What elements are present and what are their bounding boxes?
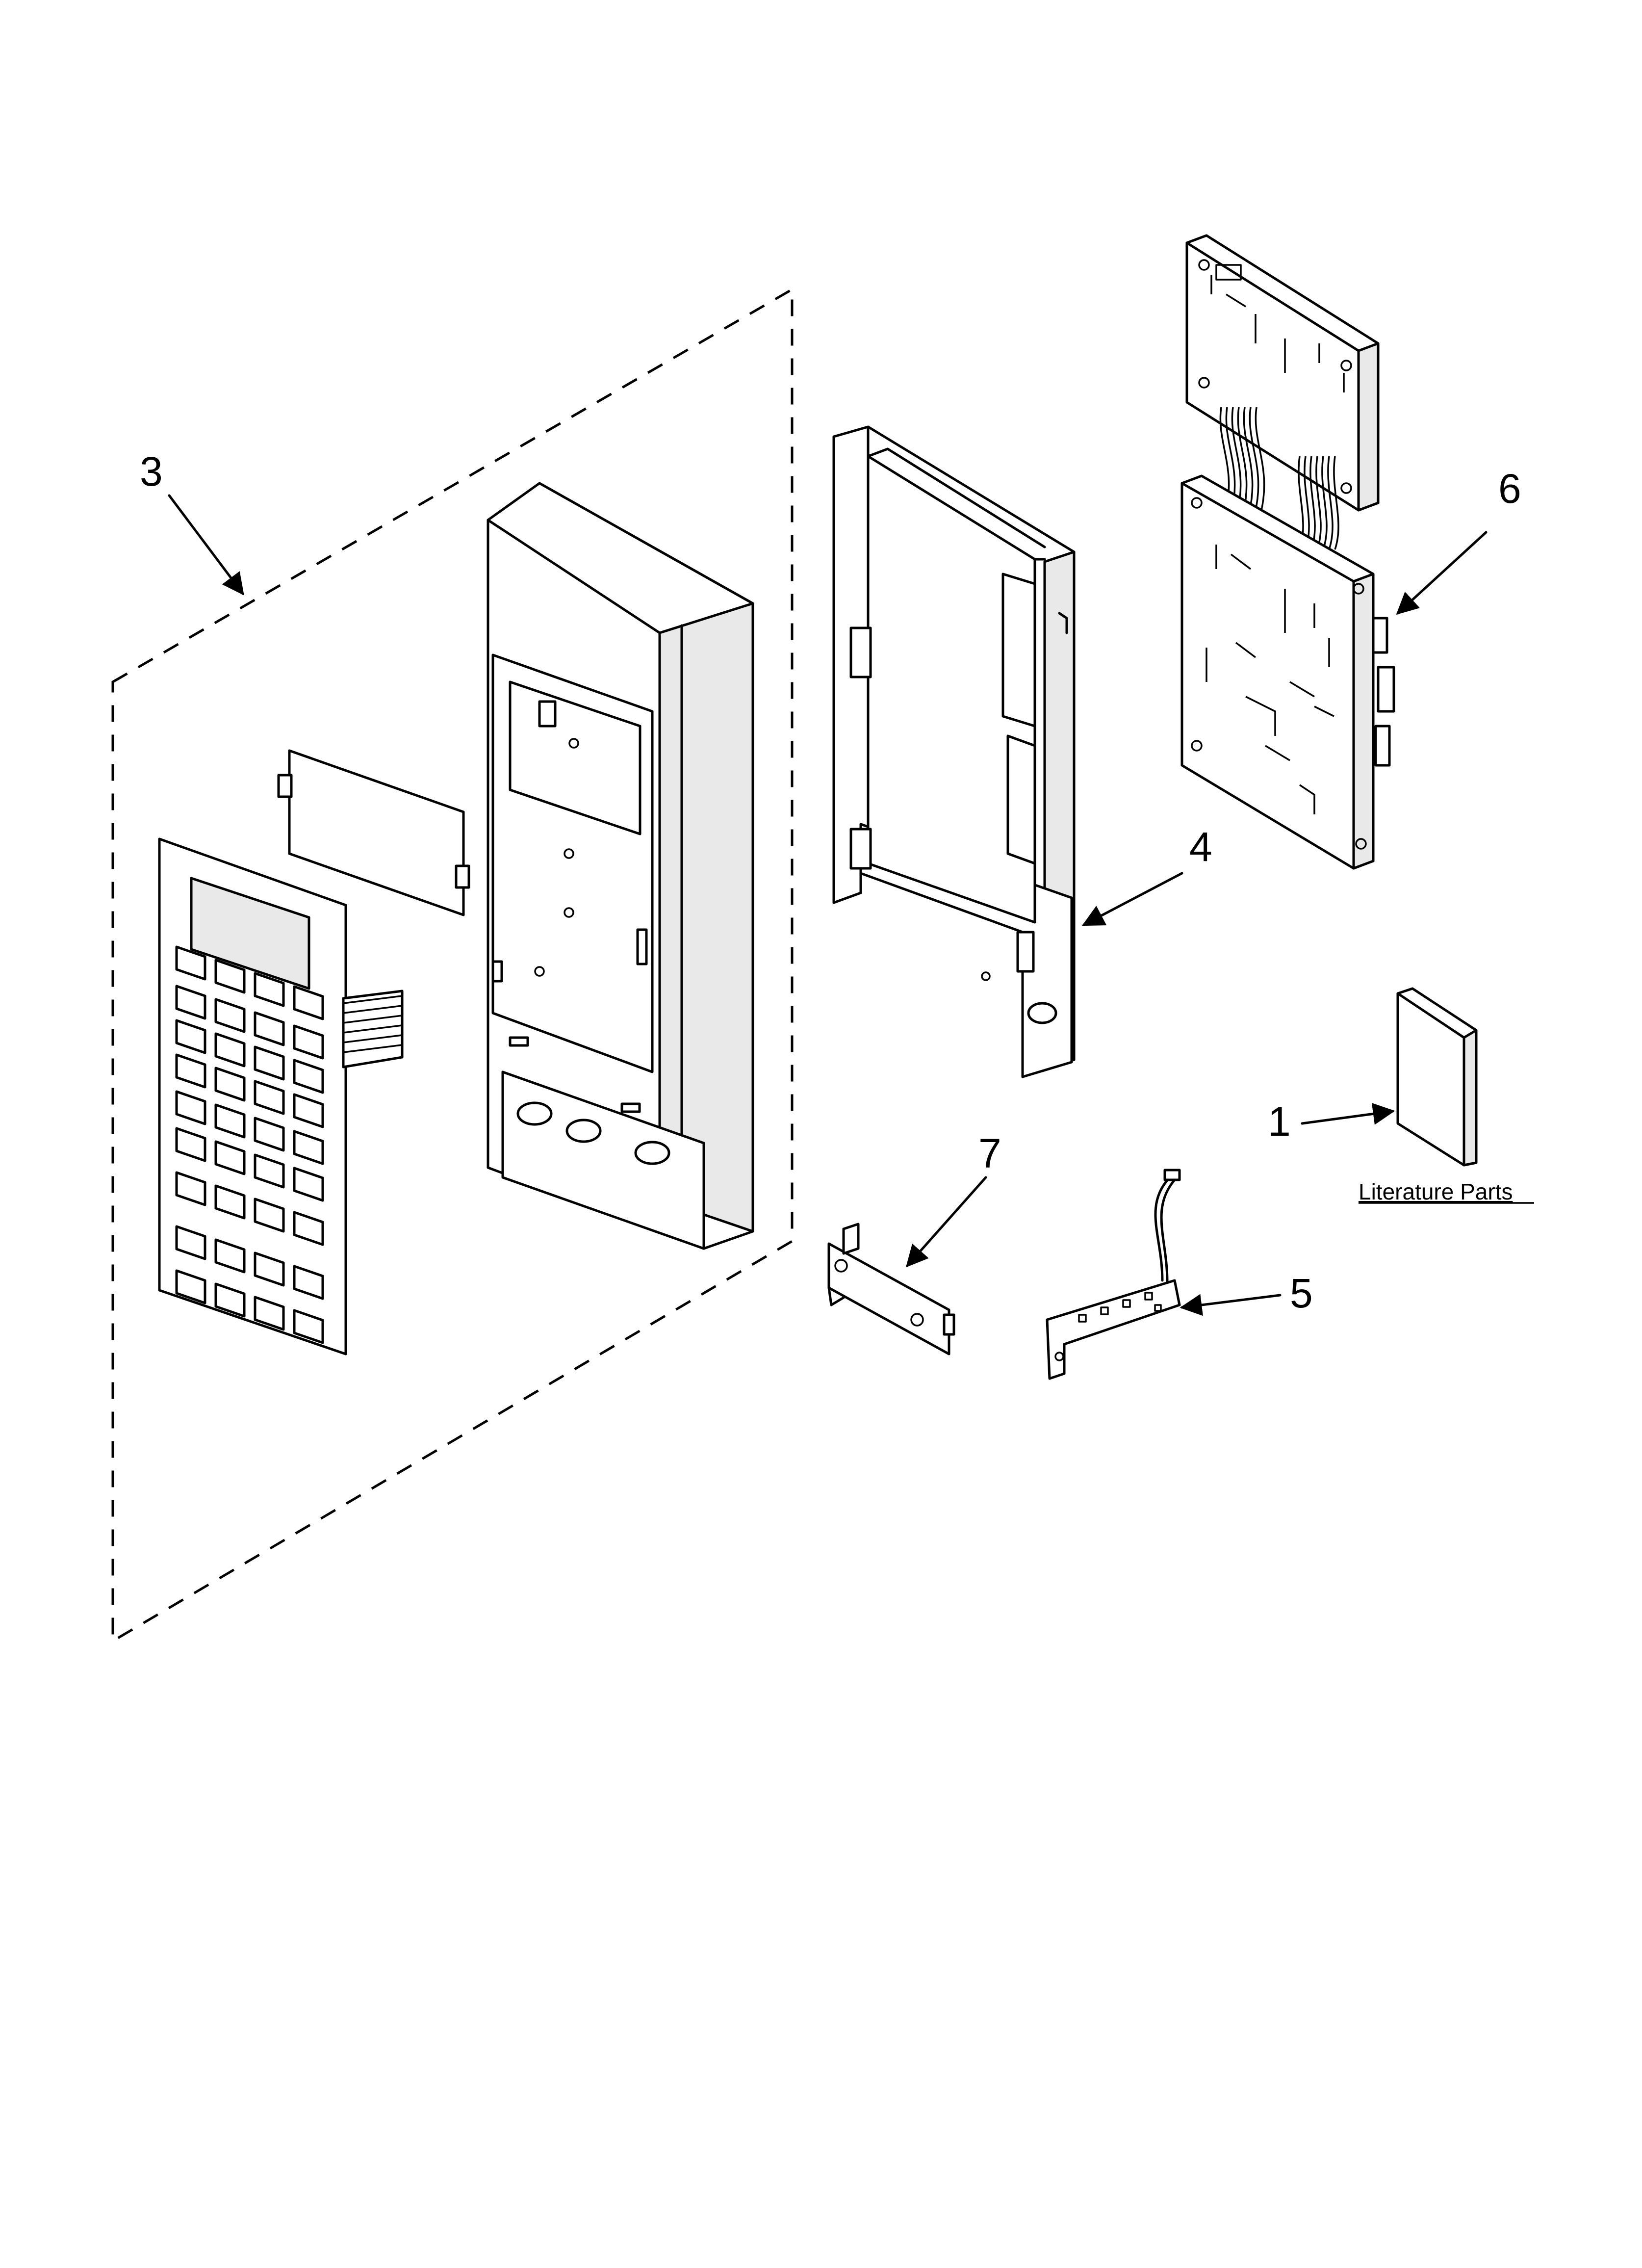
keypad-key xyxy=(175,1171,206,1206)
keypad-key xyxy=(254,1080,285,1115)
keypad-key xyxy=(214,1184,246,1220)
keypad-key xyxy=(214,1282,246,1318)
keypad-key xyxy=(293,1309,324,1344)
keypad-key xyxy=(254,1251,285,1287)
control-board-assembly xyxy=(1180,234,1395,870)
keypad-key xyxy=(175,985,206,1020)
callout-7: 7 xyxy=(978,1130,1001,1176)
control-panel-frame xyxy=(487,482,754,1250)
keypad-key xyxy=(175,945,206,981)
keypad-key xyxy=(175,1225,206,1260)
keypad-key xyxy=(293,1059,324,1094)
callout-4: 4 xyxy=(1189,824,1212,870)
callout-3: 3 xyxy=(140,448,163,495)
keypad-key xyxy=(175,1053,206,1089)
keypad-key xyxy=(214,1103,246,1139)
keypad-key xyxy=(254,1153,285,1189)
callout-5: 5 xyxy=(1290,1270,1313,1316)
literature-book xyxy=(1396,987,1478,1167)
keypad-key xyxy=(214,1238,246,1274)
keypad-key xyxy=(214,1032,246,1068)
keypad-key xyxy=(175,1019,206,1054)
callout-6: 6 xyxy=(1498,466,1521,512)
display-window-lens xyxy=(277,749,470,916)
keypad-key xyxy=(293,1024,324,1060)
keypad-key xyxy=(214,998,246,1033)
keypad-key xyxy=(214,1067,246,1102)
keypad-key xyxy=(293,1211,324,1246)
sensor-board xyxy=(1046,1169,1181,1380)
keypad-key xyxy=(175,1269,206,1304)
keypad-key xyxy=(293,1093,324,1128)
keypad-key xyxy=(254,1198,285,1233)
keypad-key xyxy=(254,1117,285,1152)
keypad-key xyxy=(175,1127,206,1162)
keypad-key xyxy=(254,1011,285,1046)
callout-1: 1 xyxy=(1268,1098,1291,1145)
keypad-key xyxy=(293,1265,324,1300)
keypad-key xyxy=(175,1090,206,1125)
small-bracket xyxy=(827,1223,955,1356)
keypad-membrane xyxy=(158,837,404,1356)
keypad-key xyxy=(254,1045,285,1081)
keypad-key xyxy=(293,985,324,1020)
literature-parts-label: Literature Parts xyxy=(1359,1179,1513,1204)
keypad-key xyxy=(214,959,246,994)
control-bracket xyxy=(832,425,1076,1078)
keypad-key xyxy=(254,972,285,1007)
keypad-key xyxy=(293,1130,324,1165)
keypad-key xyxy=(293,1167,324,1202)
keypad-key xyxy=(214,1140,246,1175)
keypad-key xyxy=(254,1296,285,1331)
